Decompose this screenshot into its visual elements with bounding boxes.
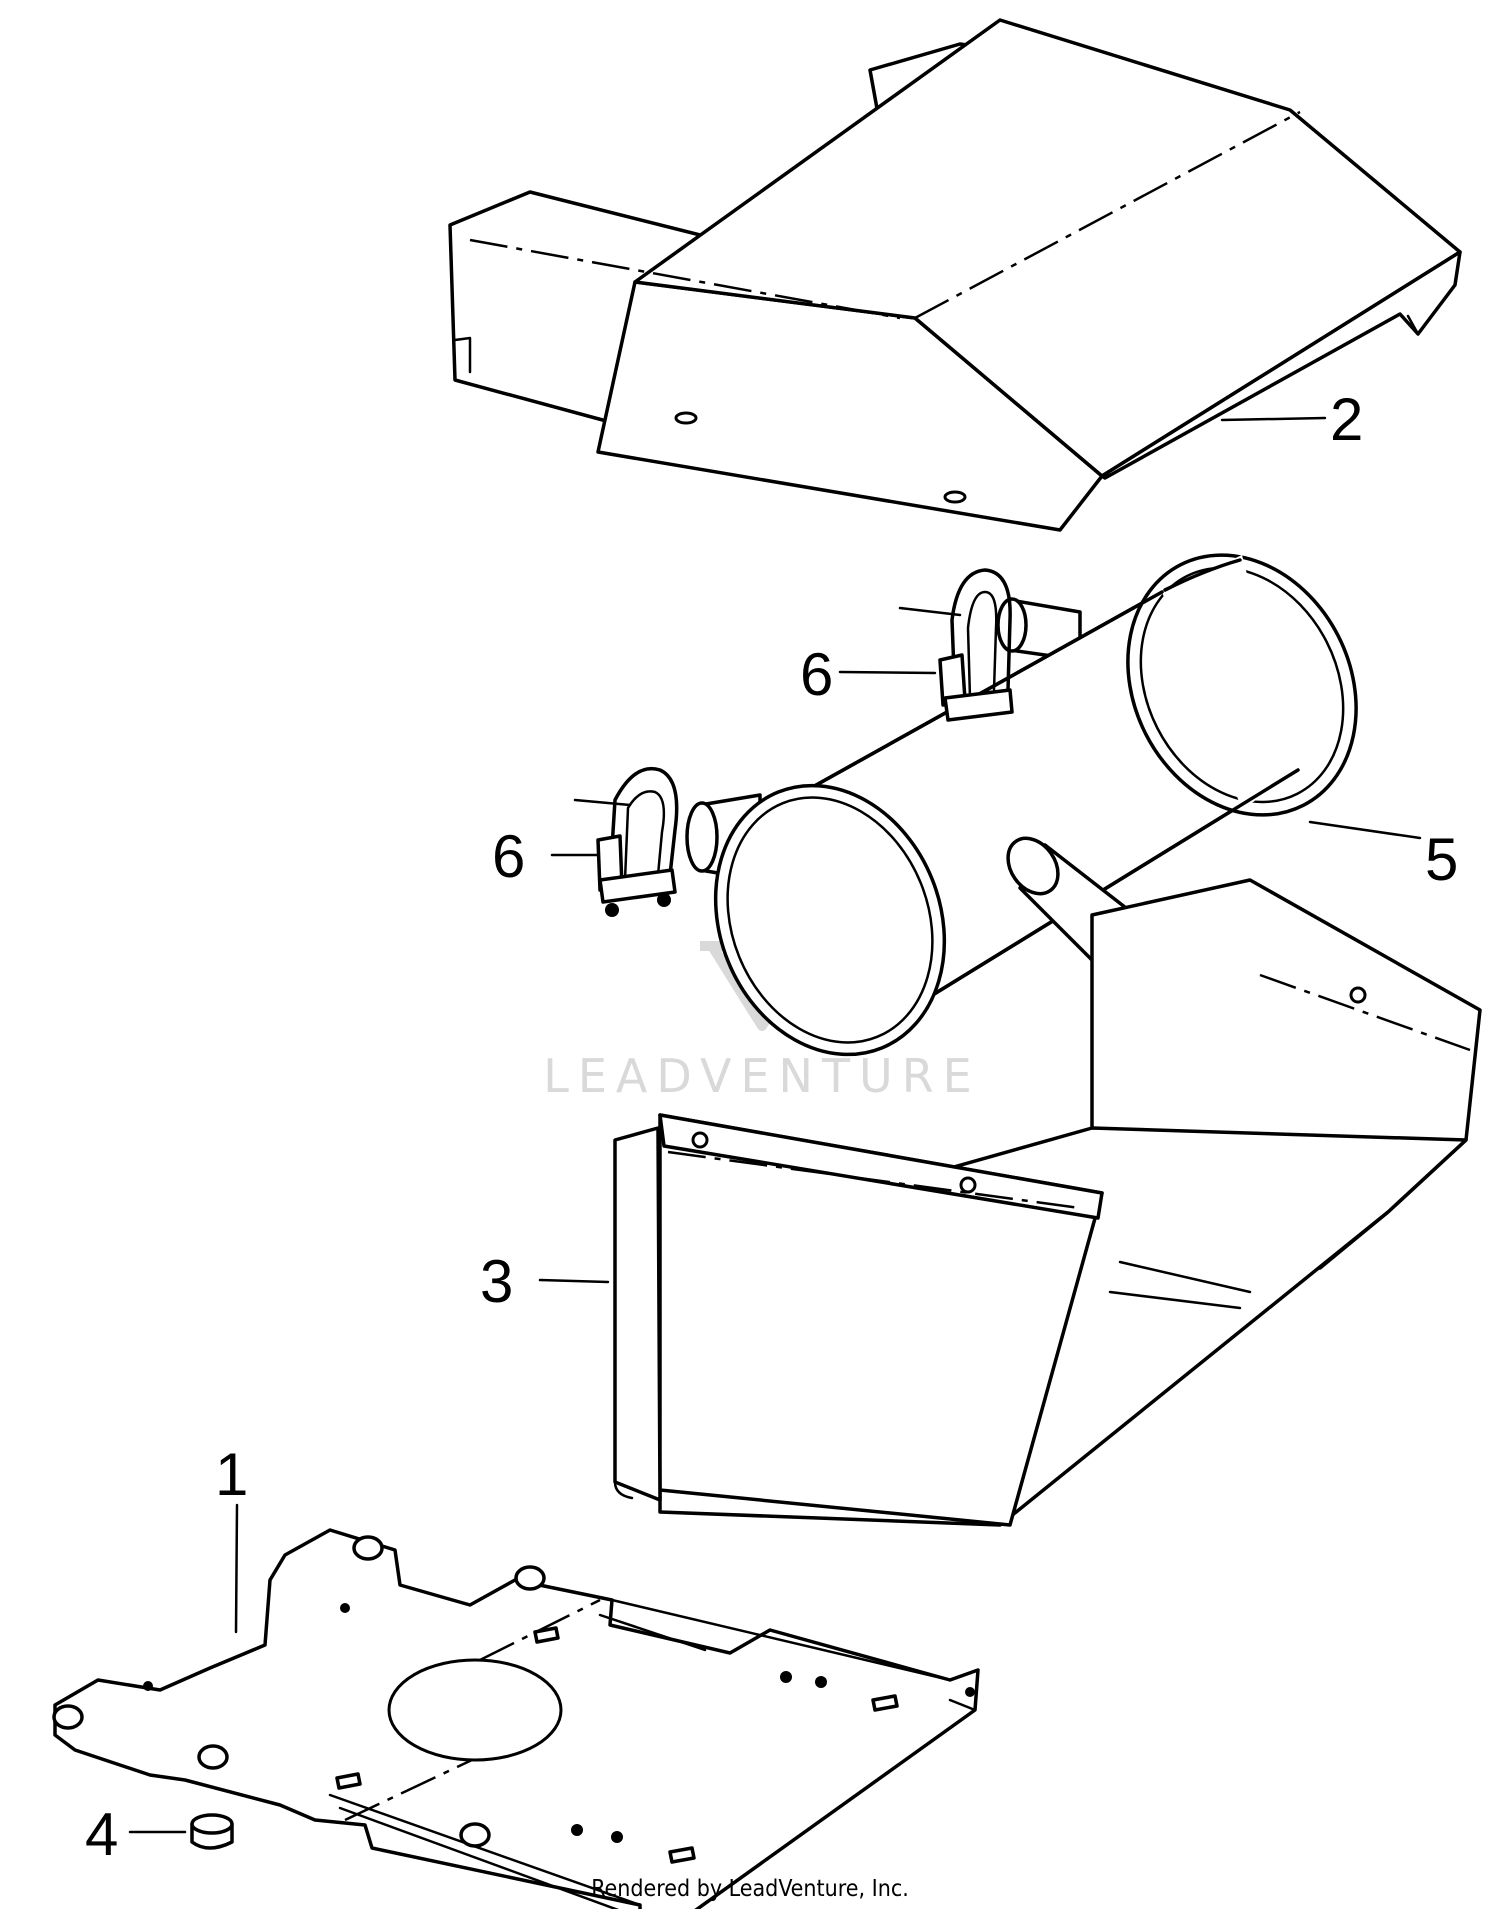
footer-credit: Rendered by LeadVenture, Inc. bbox=[591, 1876, 909, 1902]
callouts: 2 6 6 5 3 1 4 bbox=[85, 386, 1458, 1868]
part-3-heat-shield bbox=[538, 878, 1482, 1527]
part-2-hood bbox=[448, 18, 1462, 532]
watermark-text: LEADVENTURE bbox=[543, 1049, 981, 1103]
callout-6-lower: 6 bbox=[492, 823, 525, 890]
part-6-clamp-upper bbox=[838, 568, 1014, 722]
fastener bbox=[52, 1535, 546, 1848]
callout-5: 5 bbox=[1425, 826, 1458, 893]
callout-3: 3 bbox=[480, 1248, 513, 1315]
callout-2: 2 bbox=[1330, 386, 1363, 453]
part-6-clamp-lower bbox=[550, 766, 679, 917]
watermark: LEADVENTURE bbox=[543, 827, 981, 1103]
callout-4: 4 bbox=[85, 1801, 118, 1868]
callout-1: 1 bbox=[215, 1441, 248, 1508]
part-4-spacer bbox=[128, 1813, 234, 1850]
part-1-base-plate bbox=[52, 1503, 980, 1909]
callout-6-upper: 6 bbox=[800, 641, 833, 708]
